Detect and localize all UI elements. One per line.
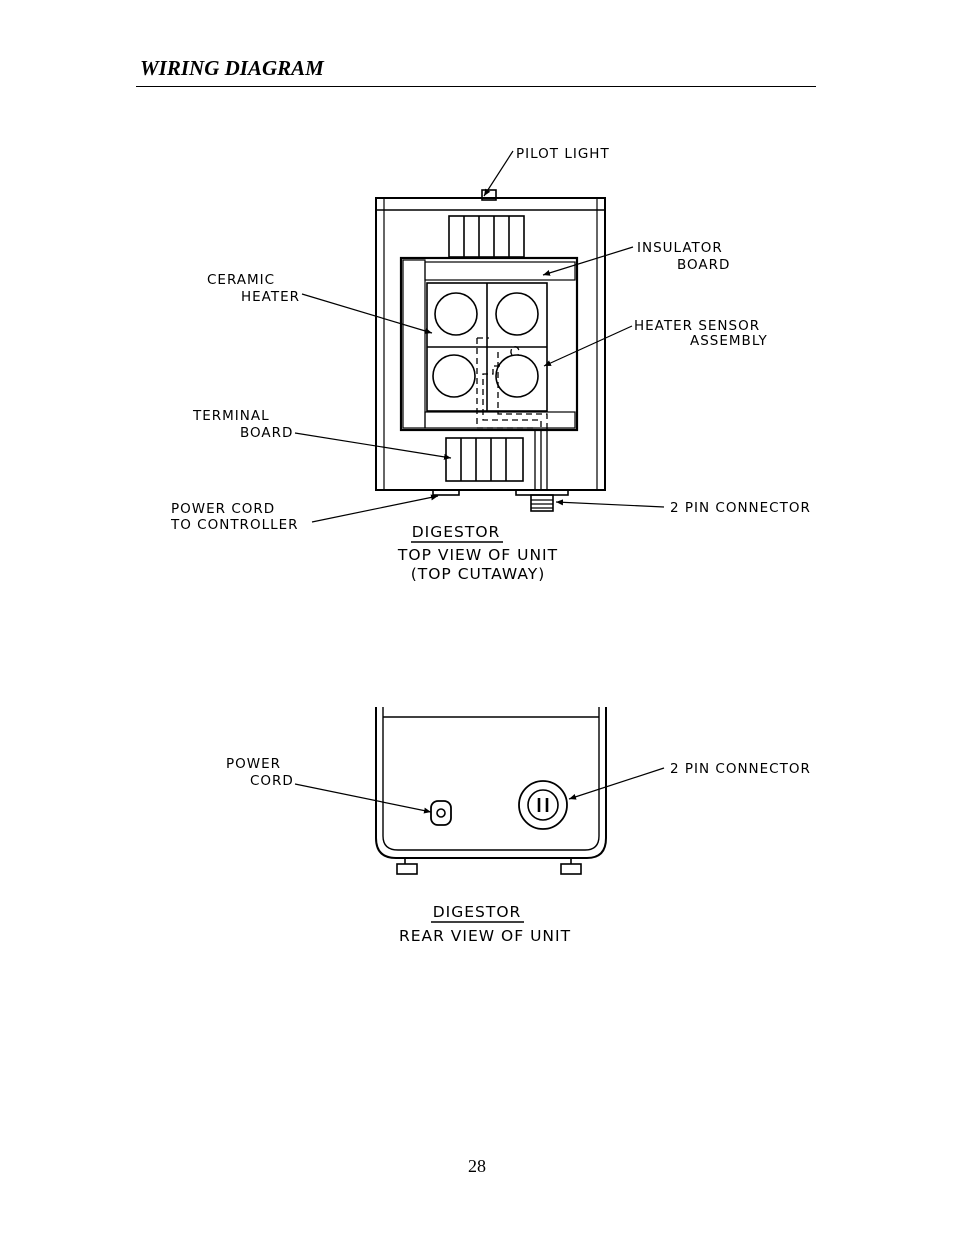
label-sensor-line2: ASSEMBLY	[690, 333, 768, 349]
two-pin-receptacle	[518, 780, 568, 830]
top-view-leaders	[294, 150, 665, 523]
label-insulator-line2: BOARD	[677, 257, 730, 273]
power-cord-exit	[432, 489, 460, 496]
top-caption-line2: (TOP CUTAWAY)	[411, 565, 546, 583]
label-ceramic-line2: HEATER	[241, 289, 300, 305]
label-rear-power-line2: CORD	[250, 773, 294, 789]
leader-power-cord	[311, 494, 439, 523]
foot-left	[396, 863, 418, 875]
label-terminal-line1: TERMINAL	[192, 408, 270, 424]
rear-caption-line1: REAR VIEW OF UNIT	[399, 927, 571, 945]
label-insulator-line1: INSULATOR	[637, 240, 723, 256]
label-sensor-line1: HEATER SENSOR	[634, 318, 760, 334]
title-rule	[136, 86, 816, 87]
label-ceramic-line1: CERAMIC	[207, 272, 275, 288]
leader-pilot-light	[483, 150, 514, 197]
sensor-wiring	[476, 337, 548, 430]
label-power-line2: TO CONTROLLER	[170, 517, 299, 533]
lower-terminal-board	[445, 437, 524, 482]
rear-view-leaders	[294, 767, 665, 814]
label-terminal-line2: BOARD	[240, 425, 293, 441]
power-cord-grommet	[430, 800, 452, 826]
label-power-line1: POWER CORD	[171, 501, 275, 517]
heater-element-4	[495, 354, 539, 398]
leader-terminal-board	[294, 432, 452, 460]
insulator-board	[399, 256, 579, 432]
top-caption-title: DIGESTOR	[412, 523, 501, 541]
upper-terminal-block	[448, 215, 525, 258]
heater-element-2	[495, 292, 539, 336]
top-caption-line1: TOP VIEW OF UNIT	[397, 546, 558, 564]
page-number: 28	[468, 1156, 486, 1176]
label-2-pin-connector: 2 PIN CONNECTOR	[670, 500, 811, 516]
rear-housing-outline	[375, 707, 607, 859]
leader-insulator-board	[542, 246, 634, 276]
label-rear-2-pin-connector: 2 PIN CONNECTOR	[670, 761, 811, 777]
label-rear-power-line1: POWER	[226, 756, 281, 772]
leader-rear-power-cord	[294, 783, 432, 814]
leader-rear-2-pin-connector	[568, 767, 665, 800]
housing-outline	[375, 197, 606, 491]
page-title: WIRING DIAGRAM	[140, 56, 324, 80]
heater-element-3	[432, 354, 476, 398]
heater-element-1	[434, 292, 478, 336]
rear-view-drawing	[375, 707, 607, 875]
leader-heater-sensor	[543, 325, 633, 367]
leader-ceramic-heater	[301, 293, 433, 334]
two-pin-connector-part	[530, 494, 554, 512]
leader-2-pin-connector	[555, 499, 665, 508]
top-view-drawing	[375, 189, 606, 512]
rear-caption-title: DIGESTOR	[433, 903, 522, 921]
foot-right	[560, 863, 582, 875]
label-pilot-light: PILOT LIGHT	[516, 146, 610, 162]
